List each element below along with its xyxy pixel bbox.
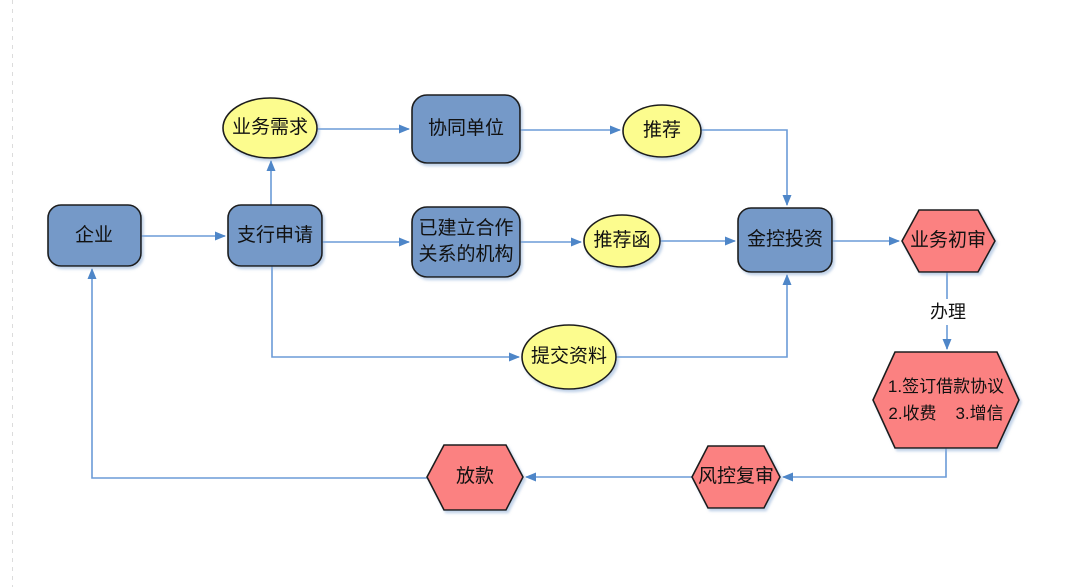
node-sign-agreement[interactable]	[872, 351, 1020, 449]
node-business-demand[interactable]	[222, 97, 318, 159]
node-branch-application[interactable]	[227, 204, 323, 267]
node-collaborating-unit[interactable]	[411, 94, 521, 164]
edge-recommendation-to-jinkong	[701, 129, 792, 206]
node-submit-materials[interactable]	[521, 324, 617, 390]
node-enterprise[interactable]	[47, 204, 142, 267]
edge-sign-agreement-to-risk-recheck	[782, 448, 947, 482]
node-loan-disbursement[interactable]	[426, 444, 524, 511]
node-partner-institutions[interactable]	[411, 206, 521, 278]
node-recommendation[interactable]	[622, 104, 702, 158]
edges	[87, 124, 952, 482]
node-jinkong-investment[interactable]	[737, 207, 833, 273]
edge-branch-to-submit-materials	[271, 266, 520, 362]
nodes	[47, 94, 1020, 511]
node-recommendation-letter[interactable]	[583, 214, 661, 268]
node-risk-recheck[interactable]	[691, 445, 781, 509]
edge-submit-materials-to-jinkong	[616, 274, 792, 358]
edge-loan-to-enterprise	[87, 268, 427, 479]
node-initial-review[interactable]	[901, 209, 996, 273]
